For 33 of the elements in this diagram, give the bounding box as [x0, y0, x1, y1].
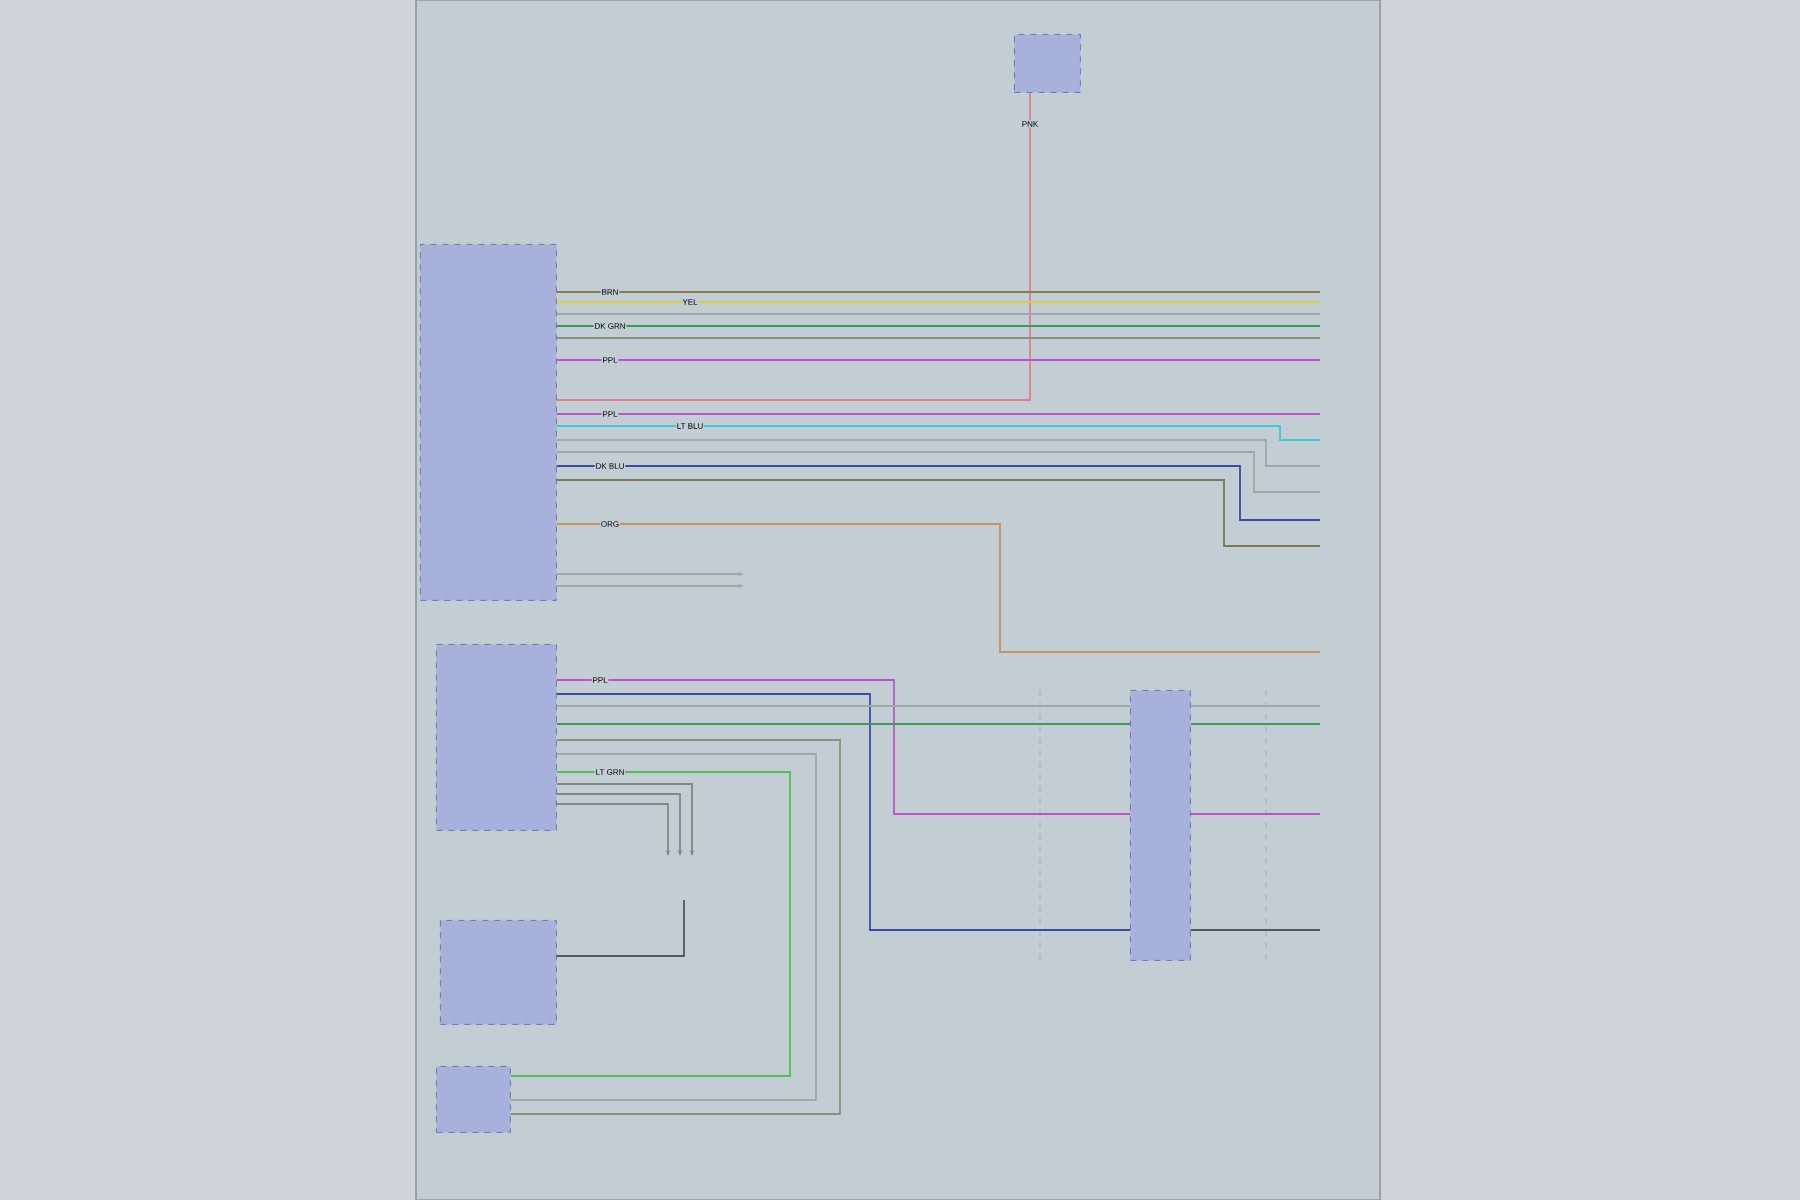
- wire: [555, 465, 1321, 521]
- wire: [555, 337, 1321, 339]
- wire: [555, 899, 685, 957]
- wire: [555, 451, 1321, 493]
- wire: [555, 723, 1131, 725]
- wire: [555, 793, 683, 856]
- module-box: [440, 920, 557, 1025]
- wire: [555, 359, 1321, 361]
- wire: [555, 705, 1131, 707]
- wire: [555, 301, 1321, 303]
- wire: [555, 783, 695, 856]
- wire: [1189, 813, 1321, 815]
- wire: [555, 325, 1321, 327]
- wire: [555, 291, 1321, 293]
- wire: [509, 771, 791, 1077]
- module-box: [436, 644, 557, 831]
- module-box: [420, 244, 557, 601]
- wire: [1189, 723, 1321, 725]
- module-box: [1130, 690, 1191, 961]
- wire: [1189, 705, 1321, 707]
- module-box: [436, 1066, 511, 1133]
- wire: [555, 479, 1321, 547]
- wire: [1189, 929, 1321, 931]
- wire: [555, 313, 1321, 315]
- wire: [555, 413, 1321, 415]
- wire: [555, 425, 1321, 441]
- module-box: [1014, 34, 1081, 93]
- wire: [555, 679, 1131, 815]
- wire: [555, 693, 1131, 931]
- wire: [555, 523, 1321, 653]
- wire: [555, 91, 1031, 401]
- wire: [555, 803, 671, 856]
- wire: [555, 439, 1321, 467]
